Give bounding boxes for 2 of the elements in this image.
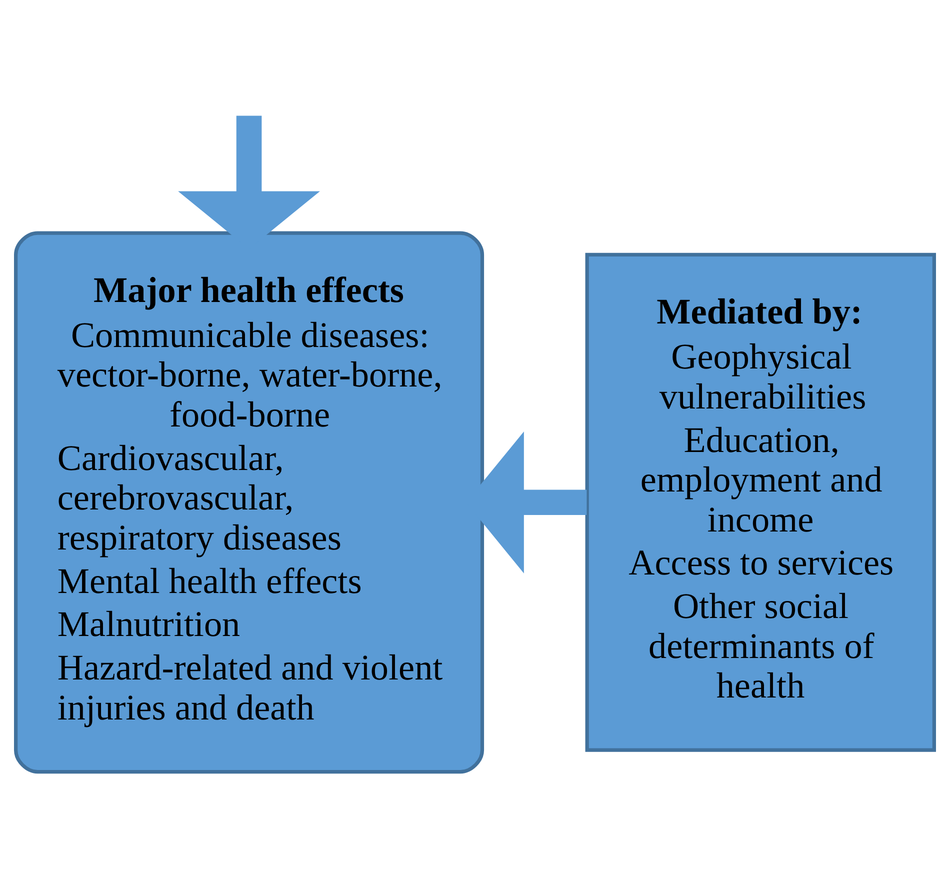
node-box: Major health effects Communicable diseases: vector-borne, water-borne, food-borne Cardiovascular, cerebrovascular, respiratory diseases Mental health effects Malnutrition Hazard-related and violent injuries and death — [14, 230, 484, 774]
node-box: Mediated by: Geophysical vulnerabilities Education, employment and income Access to services Other social determinants of health — [585, 252, 936, 752]
